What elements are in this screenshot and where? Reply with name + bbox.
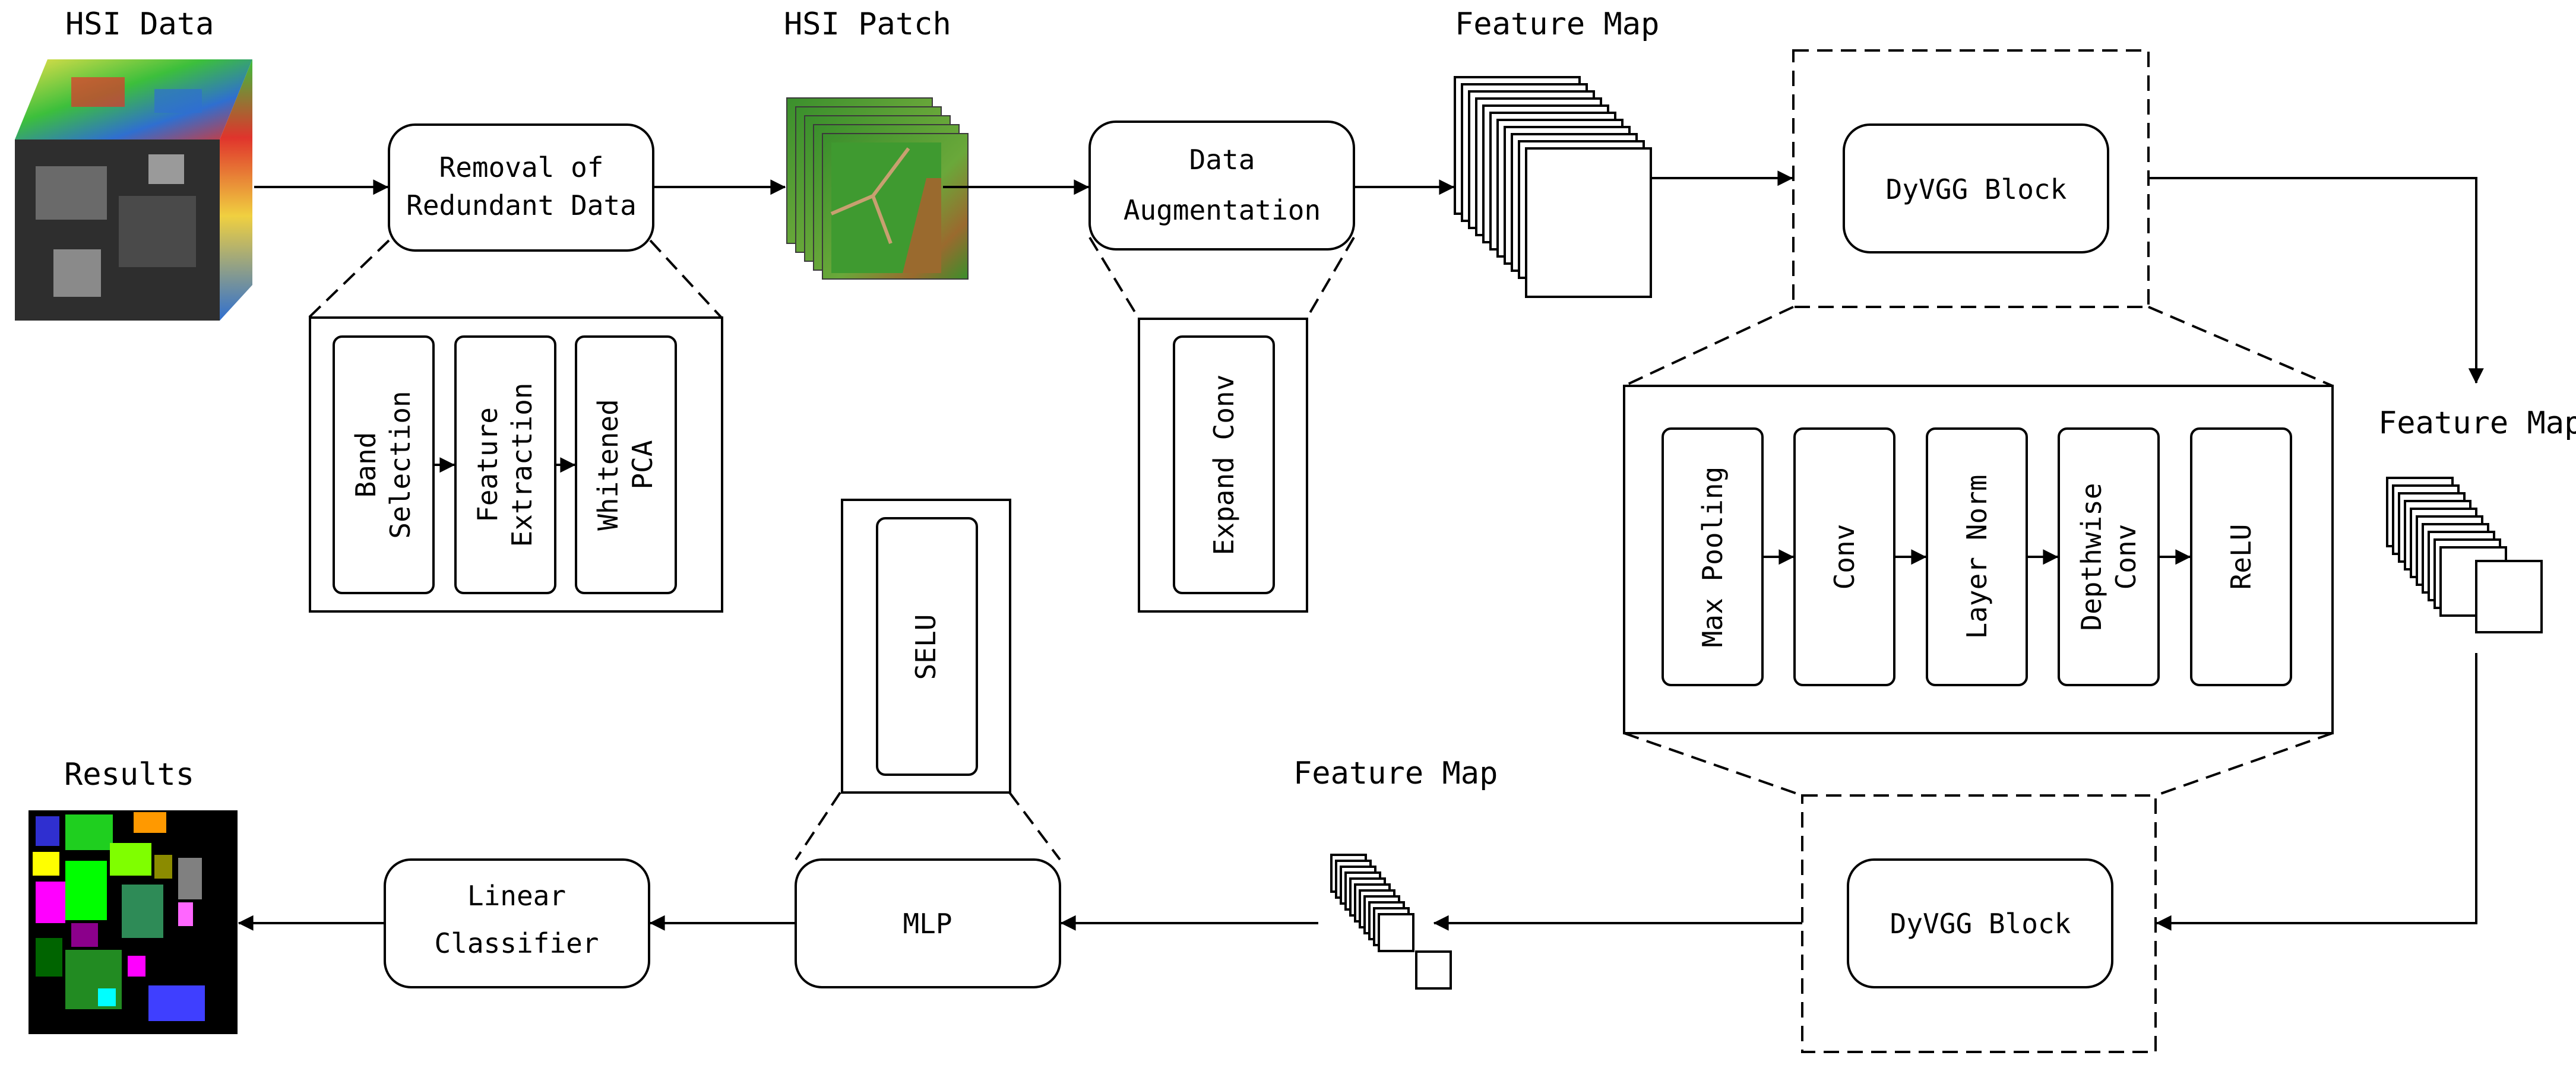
dyvgg-expand-left-top [1624, 306, 1794, 387]
dyvgg-expand-right-top [2148, 306, 2333, 387]
augment-expand-left [1088, 236, 1140, 320]
depthwise-conv-line1: Depthwise [2075, 483, 2107, 630]
hsi-patch-label: HSI Patch [784, 7, 951, 42]
expand-conv-label: Expand Conv [1208, 375, 1240, 556]
feature-map-label-2: Feature Map [2378, 405, 2576, 441]
feature-map-stack-3 [1330, 854, 1452, 990]
data-augmentation-line2: Augmentation [1124, 194, 1321, 226]
conv-label: Conv [1828, 524, 1860, 590]
feature-extraction-step [454, 335, 556, 594]
mlp-label: MLP [903, 908, 952, 940]
expand-conv-step [1173, 335, 1275, 594]
results-classification-map [29, 810, 238, 1034]
max-pooling-label: Max Pooling [1697, 467, 1729, 648]
band-selection-step [333, 335, 435, 594]
dyvgg-bottom-label: DyVGG Block [1890, 908, 2071, 940]
whitened-pca-line1: Whitened [592, 399, 624, 531]
feature-extraction-line1: Feature [471, 407, 504, 522]
removal-expand-left [308, 239, 390, 319]
whitened-pca-step [575, 335, 677, 594]
band-selection-line2: Selection [384, 391, 416, 538]
feature-map-stack-2 [2386, 477, 2543, 633]
feature-map-label-1: Feature Map [1455, 7, 1659, 42]
feature-map-stack-1 [1454, 76, 1652, 298]
whitened-pca-line2: PCA [626, 440, 659, 489]
data-augmentation-node [1088, 121, 1355, 251]
linear-classifier-node [384, 858, 650, 988]
removal-node [388, 123, 654, 252]
dyvgg-top-node [1843, 123, 2109, 253]
dyvgg-bottom-node [1847, 858, 2113, 988]
removal-node-line2: Redundant Data [406, 189, 637, 221]
dyvgg-bottom-container [1801, 794, 2157, 1053]
dyvgg-top-label: DyVGG Block [1886, 173, 2067, 205]
mlp-expand-right [1008, 791, 1061, 861]
feature-map-label-3: Feature Map [1293, 756, 1498, 791]
relu-label: ReLU [2225, 524, 2257, 590]
hsi-patch-stack-image [786, 97, 969, 280]
feature-extraction-line2: Extraction [506, 383, 538, 547]
mlp-expand-left [795, 791, 841, 861]
hsi-data-label: HSI Data [65, 7, 214, 42]
selu-label: SELU [910, 614, 942, 680]
results-label: Results [64, 757, 194, 793]
hsi-data-cube-image [15, 59, 252, 321]
dyvgg-expand-right-bottom [2155, 732, 2333, 797]
linear-classifier-line1: Linear [467, 880, 566, 912]
augment-expand-right [1305, 236, 1355, 320]
removal-expand-right [649, 239, 723, 319]
relu-step [2190, 427, 2292, 686]
data-augmentation-line1: Data [1189, 144, 1255, 176]
layer-norm-label: Layer Norm [1961, 475, 1993, 639]
selu-step [876, 517, 978, 776]
arrow-dyvgg-to-featuremap-right [2148, 177, 2484, 384]
dyvgg-expand-left-bottom [1624, 732, 1803, 797]
depthwise-conv-step [2058, 427, 2160, 686]
depthwise-conv-line2: Conv [2110, 524, 2142, 590]
linear-classifier-line2: Classifier [435, 927, 599, 959]
band-selection-line1: Band [350, 432, 382, 498]
removal-node-line1: Removal of [439, 151, 604, 183]
arrow-featuremap-to-dyvgg-bottom [2156, 653, 2477, 931]
